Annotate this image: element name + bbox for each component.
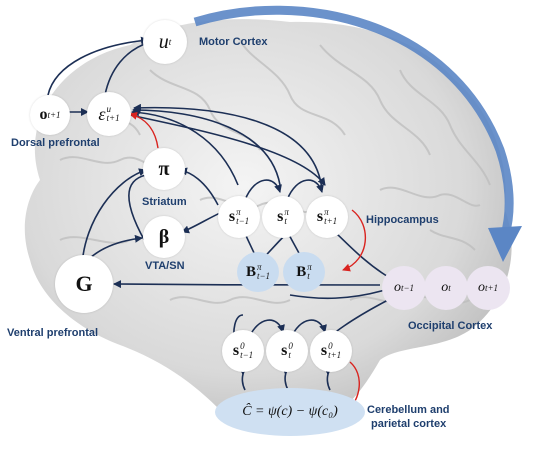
node-G-base: G xyxy=(75,271,93,296)
node-s-pi-next-sup: π xyxy=(324,207,329,217)
label-vta-sn: VTA/SN xyxy=(145,260,185,272)
node-o-next-sub: t+1 xyxy=(47,110,61,120)
node-B-now-sub: t xyxy=(307,271,310,281)
node-B-prev-base: B xyxy=(245,263,256,280)
node-beta: β xyxy=(143,216,185,258)
node-s0-next-sub: t+1 xyxy=(328,350,342,360)
node-beta-base: β xyxy=(158,225,170,248)
big-feedback-arrow xyxy=(193,5,514,237)
node-s-pi-now-sup: π xyxy=(284,207,289,217)
label-striatum: Striatum xyxy=(142,196,187,208)
node-eps-base: ε xyxy=(98,103,106,124)
big-feedback-arrowhead xyxy=(488,226,522,262)
node-s0-now-sup: 0 xyxy=(288,341,293,351)
label-motor-cortex: Motor Cortex xyxy=(199,36,268,48)
node-u-base: u xyxy=(158,30,169,53)
node-B-prev-sup: π xyxy=(256,262,262,272)
node-o-occ-next-sub: t+1 xyxy=(484,283,499,293)
node-pi: π xyxy=(143,148,185,190)
node-s0-next-sup: 0 xyxy=(328,341,333,351)
node-o-occ-prev-base: o xyxy=(393,280,401,295)
node-s0-prev-sub: t−1 xyxy=(240,350,254,360)
node-s0-prev-base: s xyxy=(232,342,240,359)
label-cerebellum-line1: Cerebellum and xyxy=(367,404,450,416)
node-o-occ-prev-sub: t−1 xyxy=(400,283,415,293)
label-ventral-prefrontal: Ventral prefrontal xyxy=(7,327,99,339)
node-s0-now-sub: t xyxy=(288,350,291,360)
node-o-occ-now-sub: t xyxy=(448,283,451,293)
node-o-occ-now-base: o xyxy=(441,280,449,295)
node-eps-sub: t+1 xyxy=(106,113,120,123)
node-B-now-sup: π xyxy=(307,262,312,272)
node-o-next-base: o xyxy=(39,106,48,123)
node-G: G xyxy=(55,255,113,313)
node-s0-prev-sup: 0 xyxy=(240,341,245,351)
node-s0-now-base: s xyxy=(281,342,288,359)
node-s0-next-base: s xyxy=(320,342,328,359)
node-s-pi-next-sub: t+1 xyxy=(324,216,338,226)
node-eps-sup: u xyxy=(106,104,112,114)
node-s-pi-now-base: s xyxy=(277,208,284,225)
label-hippocampus: Hippocampus xyxy=(366,214,439,226)
label-dorsal-prefrontal: Dorsal prefrontal xyxy=(11,137,100,149)
node-s-pi-next-base: s xyxy=(316,208,324,225)
node-B-prev-sub: t−1 xyxy=(256,271,271,281)
node-s-pi-now-sub: t xyxy=(284,216,287,226)
label-cerebellum-line2: parietal cortex xyxy=(371,418,447,430)
node-B-now-base: B xyxy=(296,263,307,280)
node-pi-base: π xyxy=(158,157,170,180)
node-o-occ-next-base: o xyxy=(477,280,485,295)
node-u-sub: t xyxy=(168,37,172,47)
label-occipital-cortex: Occipital Cortex xyxy=(408,320,493,332)
node-s-pi-prev-base: s xyxy=(228,208,236,225)
node-s-pi-prev-sub: t−1 xyxy=(236,216,250,226)
equation-c-hat: Ĉ = ψ(c) − ψ(c₀) xyxy=(215,388,365,436)
node-s-pi-prev-sup: π xyxy=(236,207,241,217)
